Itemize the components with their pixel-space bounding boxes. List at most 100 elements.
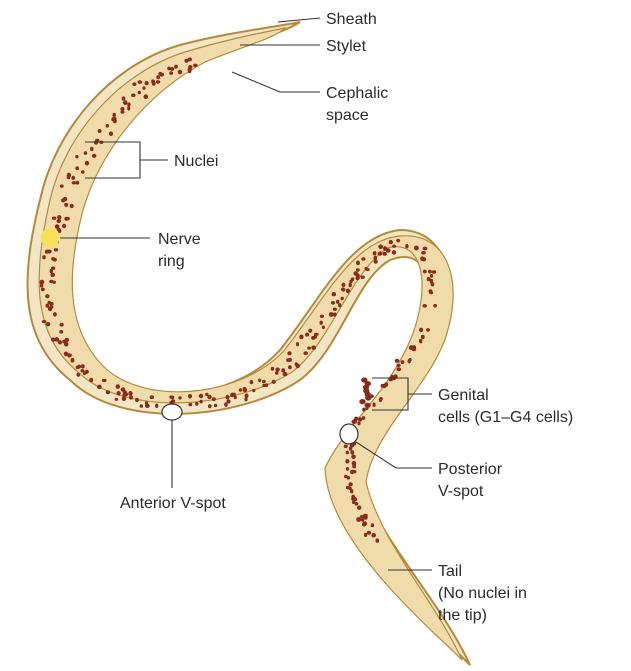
nucleus-dot (271, 367, 274, 371)
nucleus-dot (250, 380, 254, 384)
nucleus-dot (117, 391, 121, 395)
nucleus-dot (226, 395, 230, 400)
label-genital-2: cells (G1–G4 cells) (438, 409, 573, 426)
nucleus-dot (75, 155, 78, 158)
label-tail-1: Tail (438, 563, 462, 580)
label-sheath: Sheath (326, 11, 377, 28)
nucleus-dot (429, 291, 433, 294)
nucleus-dot (409, 358, 412, 361)
nucleus-dot (85, 370, 89, 374)
nucleus-dot (299, 335, 303, 340)
label-nerve-2: ring (158, 253, 185, 270)
nucleus-dot (89, 378, 93, 383)
nucleus-dot (156, 75, 160, 79)
nucleus-dot (341, 297, 344, 300)
nucleus-dot (167, 67, 171, 71)
nucleus-dot (64, 203, 68, 207)
nucleus-dot (45, 250, 49, 254)
nucleus-dot (305, 333, 309, 337)
label-nerve-1: Nerve (158, 231, 201, 248)
nucleus-dot (350, 450, 354, 454)
nucleus-dot (338, 303, 341, 307)
posterior-v-spot (340, 424, 358, 444)
nucleus-dot (428, 270, 432, 274)
nucleus-dot (244, 397, 247, 401)
nucleus-dot (68, 354, 72, 358)
anterior-v-spot (162, 404, 182, 420)
nucleus-dot (226, 399, 230, 403)
nucleus-dot (395, 359, 400, 363)
nucleus-dot (52, 281, 56, 284)
nucleus-dot (431, 282, 435, 287)
nucleus-dot (421, 251, 426, 255)
nucleus-dot (193, 64, 198, 68)
nucleus-dot (90, 147, 93, 151)
nucleus-dot (138, 91, 141, 95)
nucleus-dot (376, 538, 380, 542)
nucleus-dot (54, 248, 58, 251)
nucleus-dot (362, 523, 366, 527)
nucleus-dot (357, 506, 361, 510)
nucleus-dot (351, 277, 355, 281)
nucleus-dot (155, 404, 158, 409)
nucleus-dot (122, 397, 126, 402)
nucleus-dot (85, 161, 89, 166)
nucleus-dot (57, 215, 61, 219)
nucleus-dot (234, 396, 237, 400)
nucleus-dot (320, 321, 323, 325)
nucleus-dot (113, 113, 116, 117)
nucleus-dot (346, 467, 349, 471)
nucleus-dot (252, 389, 255, 392)
nucleus-dot (314, 334, 317, 339)
nucleus-dot (127, 106, 130, 111)
nucleus-dot (364, 533, 367, 537)
nucleus-dot (151, 79, 155, 83)
nucleus-dot (156, 80, 160, 84)
nucleus-dot (208, 404, 212, 408)
nucleus-dot (405, 244, 408, 249)
nucleus-dot (97, 386, 101, 389)
nucleus-dot (169, 71, 173, 75)
cephalic-leader (232, 72, 320, 92)
nucleus-dot (81, 170, 85, 173)
nucleus-dot (115, 398, 119, 401)
nucleus-dot (171, 399, 175, 403)
nucleus-dot (351, 497, 355, 501)
nucleus-dot (352, 464, 356, 468)
nucleus-dot (58, 340, 62, 344)
nucleus-dot (366, 268, 370, 271)
nucleus-dot (214, 404, 217, 408)
nucleus-dot (199, 400, 202, 404)
nucleus-dot (336, 300, 340, 304)
nucleus-dot (371, 533, 376, 538)
nucleus-dot (65, 338, 70, 342)
nucleus-dot (188, 394, 192, 399)
nucleus-dot (70, 204, 74, 208)
nucleus-dot (106, 124, 110, 128)
nucleus-dot (113, 119, 117, 123)
nucleus-dot (374, 259, 378, 263)
nucleus-dot (122, 96, 126, 100)
nucleus-dot (138, 80, 143, 84)
nucleus-dot (332, 292, 337, 296)
nucleus-dot (61, 198, 65, 202)
nucleus-dot (188, 403, 192, 406)
nucleus-dot (120, 107, 124, 111)
nucleus-dot (421, 335, 425, 339)
nucleus-dot (121, 387, 126, 391)
nucleus-dot (373, 403, 376, 408)
nucleus-dot (67, 175, 71, 179)
nucleus-dot (77, 365, 81, 369)
nucleus-dot (116, 384, 120, 389)
nucleus-dot (422, 257, 426, 261)
nucleus-dot (426, 328, 430, 332)
nucleus-dot (311, 346, 316, 350)
nucleus-dot (131, 94, 136, 98)
genital-cell (364, 403, 370, 408)
nucleus-dot (159, 73, 164, 77)
nucleus-dot (423, 304, 427, 308)
nucleus-dot (59, 330, 63, 334)
worm-body (39, 28, 462, 660)
